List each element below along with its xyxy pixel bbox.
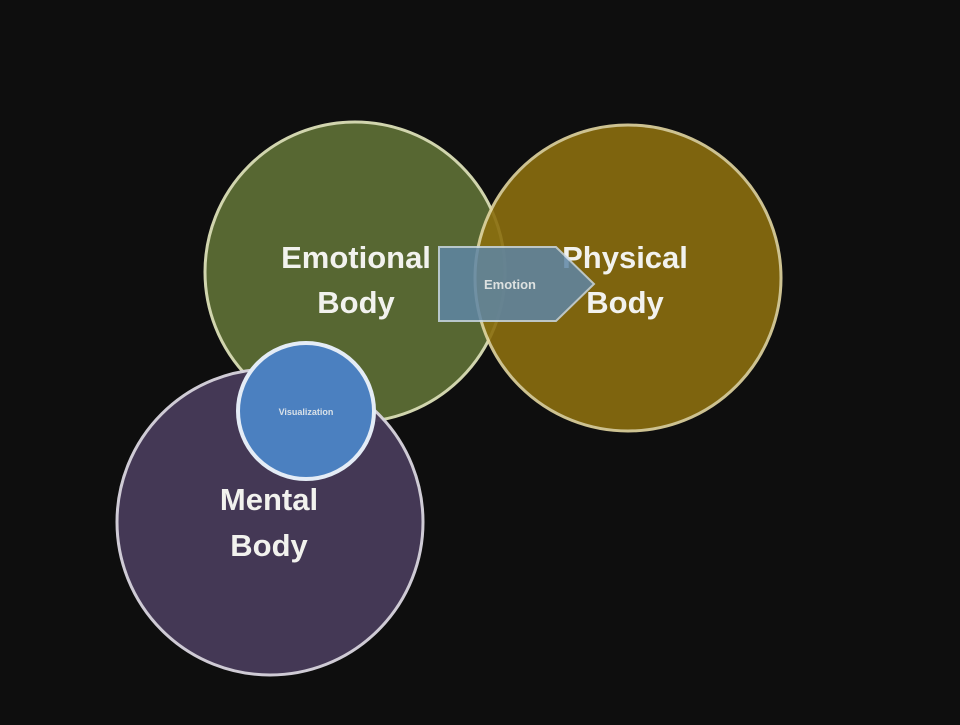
emotional-body-label-line1: Emotional <box>281 240 431 275</box>
visualization-circle <box>236 341 376 481</box>
emotional-body-label-line2: Body <box>317 285 395 320</box>
emotion-arrow-label: Emotion <box>484 277 536 292</box>
visualization-group: Visualization <box>236 341 376 481</box>
emotion-arrow-shape <box>438 246 596 322</box>
emotion-arrow-group: Emotion <box>438 246 596 322</box>
physical-body-label-line2: Body <box>586 285 664 320</box>
visualization-label: Visualization <box>279 407 334 417</box>
mental-body-label-line2: Body <box>230 528 308 563</box>
physical-body-label-line1: Physical <box>562 240 688 275</box>
physical-body-group: Physical Body <box>473 123 783 433</box>
mental-body-label-line1: Mental <box>220 482 318 517</box>
